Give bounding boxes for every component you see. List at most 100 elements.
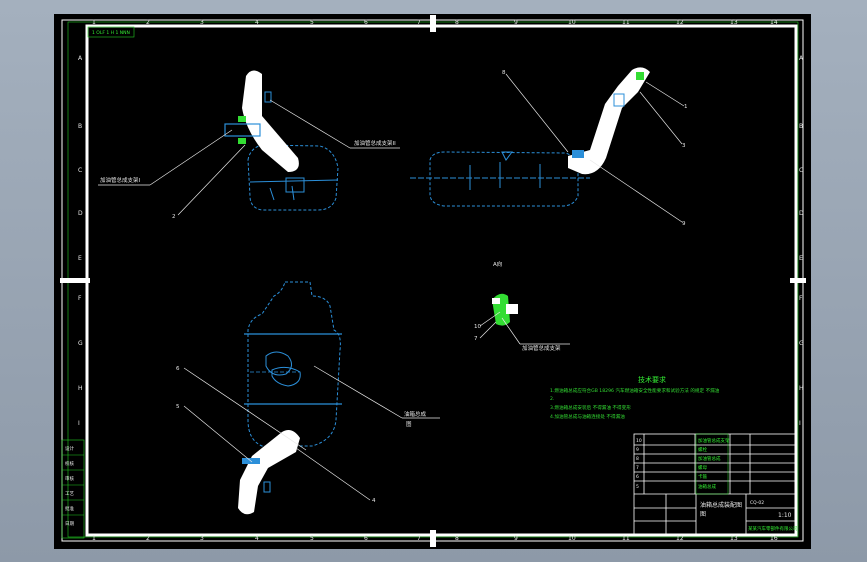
svg-text:7: 7 — [417, 19, 421, 26]
svg-text:B: B — [78, 123, 82, 130]
corner-tag-box — [87, 26, 135, 38]
leader-right-b — [645, 81, 685, 107]
svg-text:16: 16 — [770, 535, 778, 542]
svg-text:螺栓: 螺栓 — [698, 446, 707, 453]
drawing-name: 油箱总成装配图 — [700, 501, 742, 509]
svg-text:1: 1 — [92, 19, 96, 26]
svg-text:4: 4 — [255, 535, 259, 542]
view-a-bracket — [492, 293, 518, 326]
svg-text:I: I — [78, 420, 80, 427]
svg-text:8: 8 — [455, 535, 459, 542]
column-numbers-bottom: 1 2 3 4 5 6 7 8 9 10 11 12 13 16 — [92, 535, 778, 542]
svg-text:校核: 校核 — [65, 460, 74, 467]
leader-bottom-tank — [313, 365, 403, 419]
svg-text:G: G — [799, 340, 804, 347]
svg-text:F: F — [78, 295, 82, 302]
drawing-number: CQ-02 — [750, 500, 764, 506]
svg-text:B: B — [799, 123, 803, 130]
svg-text:5: 5 — [176, 404, 180, 410]
svg-text:卡箍: 卡箍 — [698, 473, 707, 480]
center-mark-bottom — [430, 530, 436, 547]
svg-text:7: 7 — [636, 465, 639, 471]
svg-text:3: 3 — [200, 535, 204, 542]
svg-text:3: 3 — [200, 19, 204, 26]
svg-text:油箱总成: 油箱总成 — [698, 483, 716, 490]
leader-left-bracket — [149, 129, 233, 186]
svg-text:E: E — [799, 255, 803, 262]
svg-text:审核: 审核 — [65, 475, 74, 482]
center-mark-left — [60, 278, 90, 283]
svg-text:12: 12 — [676, 535, 684, 542]
svg-text:13: 13 — [730, 19, 738, 26]
technical-notes: 技术要求 1.燃油箱总成应符合GB 18296 汽车燃油箱安全性能要求和试验方法… — [550, 375, 720, 420]
svg-text:螺母: 螺母 — [698, 464, 707, 471]
svg-text:A: A — [78, 55, 83, 62]
filler-pipe-top-right — [568, 67, 650, 175]
svg-text:8: 8 — [502, 70, 506, 76]
svg-text:5: 5 — [636, 484, 639, 490]
svg-text:工艺: 工艺 — [65, 491, 74, 497]
svg-text:4.加油管总成与油箱连接处 不得漏油: 4.加油管总成与油箱连接处 不得漏油 — [550, 413, 625, 420]
svg-text:2.: 2. — [550, 396, 554, 402]
svg-text:加油管总成支架: 加油管总成支架 — [698, 437, 730, 444]
tank-view-top-right — [410, 151, 590, 207]
svg-text:10: 10 — [474, 324, 481, 330]
svg-text:日期: 日期 — [65, 521, 74, 527]
svg-text:13: 13 — [730, 535, 738, 542]
leader-bottom-3 — [295, 447, 371, 501]
svg-text:F: F — [799, 295, 803, 302]
svg-text:7: 7 — [417, 535, 421, 542]
svg-text:1: 1 — [684, 104, 688, 110]
leader-left-num — [177, 144, 246, 216]
svg-text:C: C — [799, 167, 803, 174]
center-mark-top — [430, 15, 436, 32]
svg-text:加油管总成支架II: 加油管总成支架II — [354, 139, 396, 147]
svg-text:10: 10 — [636, 438, 642, 444]
svg-text:设计: 设计 — [65, 445, 74, 452]
svg-text:D: D — [799, 210, 804, 217]
drawing-scale: 1:10 — [778, 512, 792, 519]
svg-text:C: C — [78, 167, 82, 174]
svg-text:1.燃油箱总成应符合GB 18296 汽车燃油箱安全性能要求: 1.燃油箱总成应符合GB 18296 汽车燃油箱安全性能要求和试验方法 的规定 … — [550, 387, 720, 394]
svg-text:I: I — [799, 420, 801, 427]
svg-text:7: 7 — [474, 336, 478, 342]
svg-text:批准: 批准 — [65, 505, 74, 512]
svg-text:E: E — [78, 255, 82, 262]
svg-text:11: 11 — [622, 19, 630, 26]
svg-text:9: 9 — [636, 447, 639, 453]
svg-text:8: 8 — [455, 19, 459, 26]
left-signature-strip — [61, 439, 85, 539]
svg-text:加油管总成支架: 加油管总成支架 — [522, 344, 561, 352]
leader-bottom-1 — [183, 367, 307, 451]
leader-bottom-2 — [183, 405, 253, 463]
svg-text:2: 2 — [146, 535, 150, 542]
svg-text:D: D — [78, 210, 83, 217]
svg-text:图: 图 — [406, 420, 412, 428]
svg-text:油箱总成: 油箱总成 — [404, 410, 427, 418]
svg-text:10: 10 — [568, 19, 576, 26]
parts-list: 10 加油管总成支架 9 螺栓 8 加油管总成 7 螺母 6 卡箍 5 油箱总成 — [636, 437, 730, 490]
center-mark-right — [790, 278, 806, 283]
svg-text:加油管总成支架I: 加油管总成支架I — [100, 176, 141, 184]
leader-right-a — [505, 73, 569, 153]
svg-text:1: 1 — [92, 535, 96, 542]
svg-text:技术要求: 技术要求 — [638, 375, 666, 384]
leader-right-c — [639, 91, 683, 145]
leader-right-d — [589, 159, 683, 223]
column-numbers-top: 1 2 3 4 5 6 7 8 9 10 11 12 13 14 — [92, 19, 778, 26]
title-block — [633, 433, 797, 536]
svg-text:10: 10 — [568, 535, 576, 542]
filler-pipe-bottom-left — [238, 430, 300, 515]
svg-text:6: 6 — [636, 474, 639, 480]
svg-text:6: 6 — [176, 366, 180, 372]
svg-text:6: 6 — [364, 535, 368, 542]
svg-text:5: 5 — [310, 19, 314, 26]
pipe-bracket-top-left — [224, 123, 261, 137]
svg-text:9: 9 — [514, 19, 518, 26]
svg-text:9: 9 — [514, 535, 518, 542]
svg-text:3.燃油箱总成安装后 不得漏油 不得变形: 3.燃油箱总成安装后 不得漏油 不得变形 — [550, 404, 631, 411]
leader-left-pipe — [269, 99, 351, 149]
svg-text:14: 14 — [770, 19, 778, 26]
